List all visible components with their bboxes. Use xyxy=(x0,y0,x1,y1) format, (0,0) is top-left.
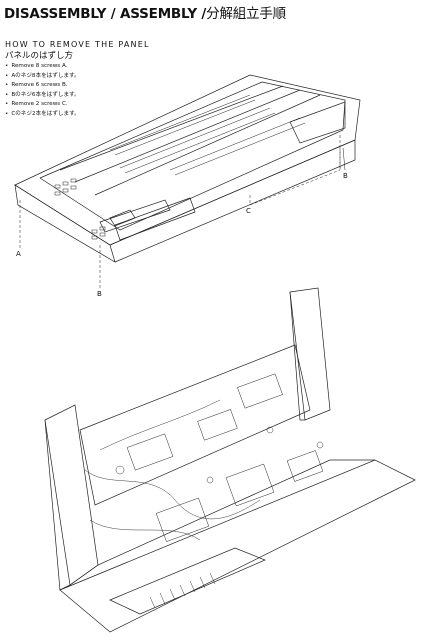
step-6: Cのネジ2本をはずします。 xyxy=(5,110,79,120)
step-5: Remove 2 screws C. xyxy=(5,100,80,110)
step-1: Remove 8 screws A. xyxy=(5,62,80,72)
instruction-list: Remove 8 screws A. Aのネジ8本をはずします。 Remove … xyxy=(5,62,80,120)
chassis-illustration xyxy=(44,287,416,633)
section-title-jp: パネルのはずし方 xyxy=(5,51,74,61)
callout-c: C xyxy=(246,207,251,215)
callout-b-right: B xyxy=(343,172,348,180)
step-4: Bのネジ6本をはずします。 xyxy=(5,91,80,101)
step-3: Remove 6 screws B. xyxy=(5,81,80,91)
callout-a: A xyxy=(16,250,21,258)
page-title: DISASSEMBLY / ASSEMBLY /分解組立手順 xyxy=(4,2,286,22)
step-2: Aのネジ8本をはずします。 xyxy=(5,72,80,82)
section-title: HOW TO REMOVE THE PANEL xyxy=(5,40,150,49)
title-jp: 分解組立手順 xyxy=(206,6,286,22)
title-en: DISASSEMBLY / ASSEMBLY / xyxy=(4,6,207,22)
callout-b-left: B xyxy=(97,290,102,298)
